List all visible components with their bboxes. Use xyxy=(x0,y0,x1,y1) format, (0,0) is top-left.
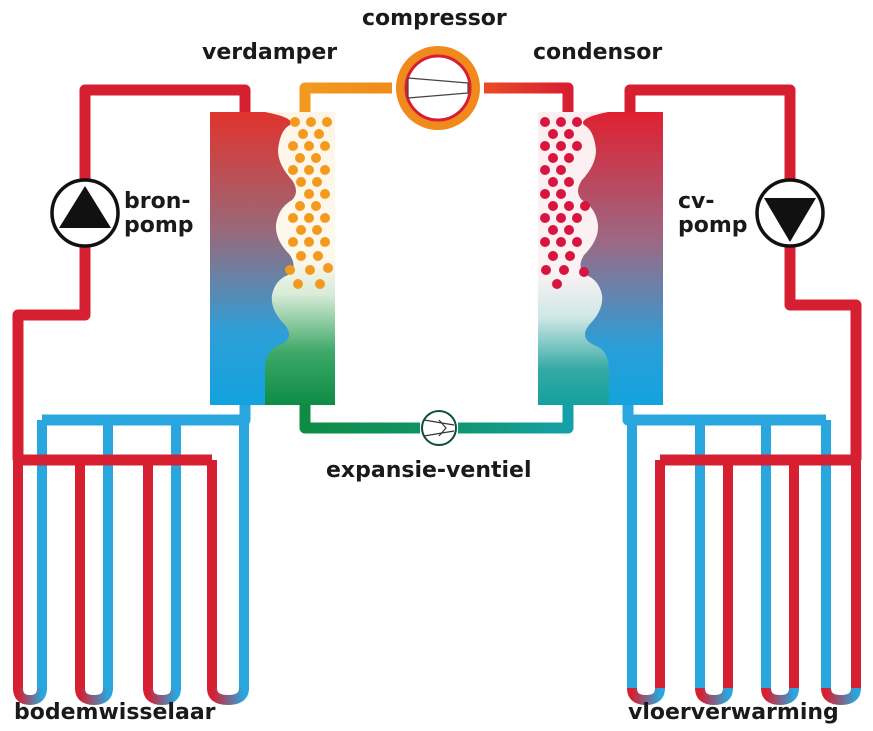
floor-heating-loop xyxy=(622,405,861,705)
refrigerant-line-compressor-out xyxy=(484,82,574,112)
evaporator-bubbles xyxy=(285,117,333,289)
condenser-bubbles xyxy=(540,117,590,289)
evaporator-label: verdamper xyxy=(202,40,338,65)
bron-pump-label: bron- pomp xyxy=(124,190,194,238)
expansion-valve-symbol xyxy=(421,410,457,446)
cv-pump-label-line1: cv- xyxy=(678,189,715,214)
bron-pump-label-line1: bron- xyxy=(124,189,191,214)
evaporator xyxy=(210,112,335,405)
bron-pump-label-line2: pomp xyxy=(124,213,194,238)
floor-heating-label: vloerverwarming xyxy=(628,700,839,725)
refrigerant-line-expansion xyxy=(299,400,574,434)
compressor-label: compressor xyxy=(362,6,507,31)
refrigerant-line-compressor-in xyxy=(299,82,392,112)
cv-pump-label: cv- pomp xyxy=(678,190,748,238)
condenser-label: condensor xyxy=(533,40,663,65)
cv-supply-pipe xyxy=(624,84,862,460)
bron-pump-icon xyxy=(50,178,120,248)
expansion-valve-label: expansie-ventiel xyxy=(326,458,532,483)
cv-pump-label-line2: pomp xyxy=(678,213,748,238)
ground-heat-exchanger xyxy=(13,405,251,705)
ground-exchanger-label: bodemwisselaar xyxy=(14,700,216,725)
compressor-symbol xyxy=(396,46,480,130)
cv-pump-icon xyxy=(755,178,825,248)
condenser xyxy=(538,112,663,405)
